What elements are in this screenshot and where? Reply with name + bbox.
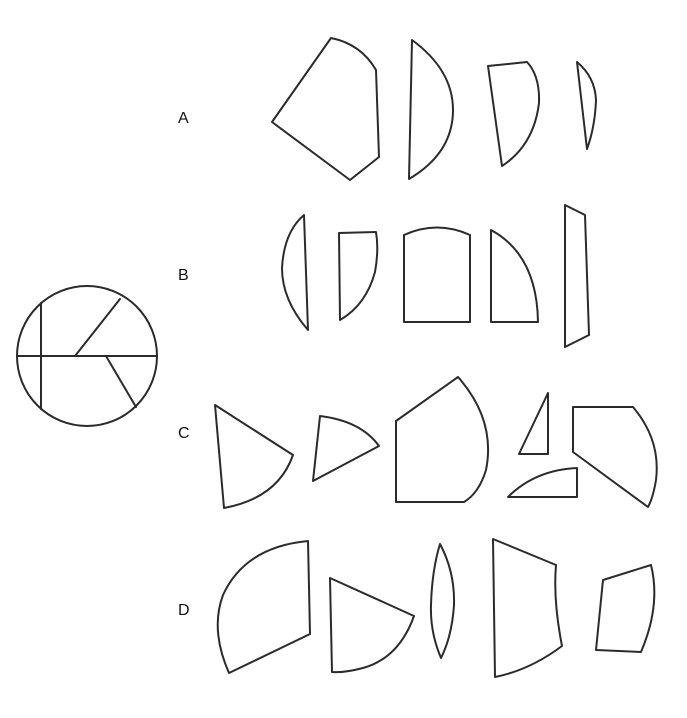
option-c-row[interactable]: C — [178, 376, 658, 509]
option-b-piece-4 — [490, 229, 539, 323]
option-d-piece-5 — [595, 564, 656, 653]
option-a-piece-1 — [271, 37, 380, 181]
option-c-piece-6 — [572, 406, 658, 508]
option-c-piece-3 — [395, 376, 490, 503]
option-b-piece-3 — [403, 226, 471, 323]
option-d-piece-4 — [492, 538, 563, 678]
option-label: D — [178, 602, 190, 619]
option-c-piece-4 — [518, 392, 549, 455]
option-d-piece-3 — [429, 543, 456, 659]
option-c-piece-2 — [312, 415, 380, 482]
reference-diagonal-cut-upper — [74, 298, 121, 357]
option-a-row[interactable]: A — [178, 37, 597, 181]
option-b-piece-5 — [564, 204, 590, 348]
option-label: B — [178, 267, 189, 284]
option-d-piece-2 — [329, 577, 415, 674]
option-c-piece-5 — [507, 467, 578, 498]
option-b-piece-1 — [281, 214, 309, 331]
option-d-row[interactable]: D — [178, 538, 656, 678]
option-label: C — [178, 425, 190, 442]
option-label: A — [178, 110, 189, 127]
reference-diagonal-cut-lower — [105, 355, 137, 408]
option-c-piece-1 — [214, 404, 294, 509]
option-a-piece-3 — [487, 61, 541, 167]
option-b-piece-2 — [338, 231, 379, 321]
option-a-piece-2 — [408, 39, 454, 180]
reference-circle-figure — [16, 285, 158, 427]
option-a-piece-4 — [576, 61, 597, 150]
option-d-piece-1 — [216, 540, 311, 674]
option-b-row[interactable]: B — [178, 204, 590, 348]
